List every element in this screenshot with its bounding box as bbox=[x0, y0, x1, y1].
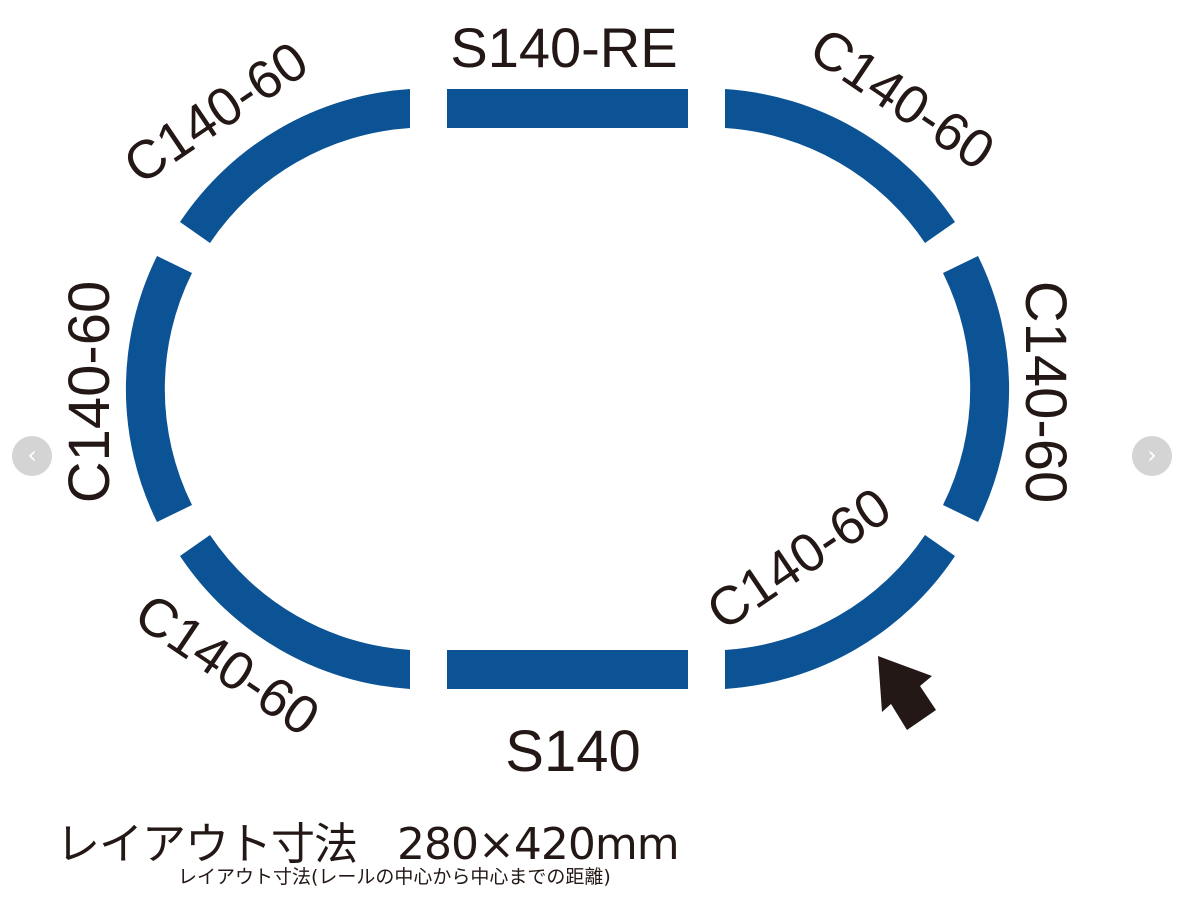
label-s140-re: S140-RE bbox=[450, 16, 677, 79]
track-curve-right bbox=[943, 256, 1010, 522]
layout-dimensions-title: レイアウト寸法 280×420mm bbox=[56, 808, 680, 872]
track-curve-top-right bbox=[725, 89, 955, 243]
track-s140-re bbox=[447, 89, 688, 128]
label-curve-top-left: C140-60 bbox=[113, 30, 318, 196]
track-curve-left bbox=[125, 256, 192, 522]
label-curve-left: C140-60 bbox=[57, 281, 122, 503]
layout-dimensions-value: 280×420mm bbox=[397, 819, 680, 870]
track-curve-bottom-right bbox=[725, 535, 955, 689]
arrow-icon bbox=[878, 656, 936, 730]
track-curve-bottom-left bbox=[180, 535, 410, 689]
next-image-button[interactable]: › bbox=[1132, 436, 1172, 476]
chevron-right-icon: › bbox=[1147, 441, 1157, 469]
track-s140 bbox=[447, 650, 688, 689]
label-curve-right: C140-60 bbox=[1013, 281, 1078, 503]
previous-image-button[interactable]: ‹ bbox=[12, 436, 52, 476]
label-s140: S140 bbox=[505, 719, 640, 784]
chevron-left-icon: ‹ bbox=[27, 441, 37, 469]
layout-name: レイアウト寸法 bbox=[56, 819, 358, 870]
track-curve-top-left bbox=[180, 89, 410, 243]
layout-dimensions-note: レイアウト寸法(レールの中心から中心までの距離) bbox=[178, 866, 611, 888]
